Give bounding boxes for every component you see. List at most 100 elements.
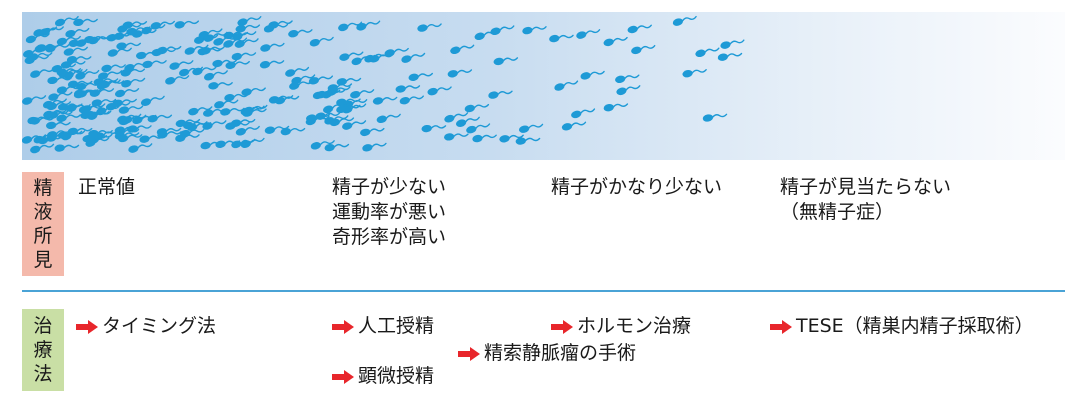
- sperm-icon: [682, 69, 707, 78]
- sperm-icon: [522, 26, 547, 35]
- sperm-icon: [57, 130, 83, 139]
- sperm-icon: [43, 108, 68, 119]
- sperm-icon: [305, 115, 330, 126]
- treatment-label-char-3: 法: [33, 363, 53, 385]
- sperm-icon: [183, 121, 208, 130]
- sperm-icon: [174, 20, 200, 29]
- semen-label-char-3: 所: [33, 225, 53, 247]
- sperm-icon: [34, 44, 60, 53]
- sperm-icon: [369, 53, 394, 63]
- sperm-icon: [142, 60, 167, 69]
- sperm-icon: [54, 144, 80, 152]
- treatment-text: TESE（精巣内精子採取術）: [796, 315, 1034, 337]
- sperm-icon: [58, 69, 83, 78]
- sperm-icon: [288, 29, 313, 38]
- sperm-icon: [68, 38, 94, 47]
- sperm-icon: [336, 77, 362, 86]
- sperm-icon: [213, 35, 238, 46]
- sperm-icon: [91, 98, 117, 107]
- sperm-icon: [200, 141, 225, 150]
- sperm-icon: [450, 44, 475, 55]
- sperm-icon: [157, 131, 182, 139]
- sperm-icon: [576, 29, 601, 39]
- treatment-text: 人工授精: [358, 315, 435, 337]
- sperm-icon: [127, 125, 152, 133]
- treatment-text: ホルモン治療: [577, 315, 692, 337]
- treatment-label: 治 療 法: [22, 309, 64, 391]
- sperm-icon: [464, 103, 490, 113]
- arrow-right-icon: [332, 319, 354, 334]
- sperm-icon: [169, 60, 194, 70]
- sperm-icon: [291, 74, 316, 85]
- sperm-icon: [447, 69, 473, 78]
- sperm-icon: [122, 21, 148, 29]
- sperm-icon: [63, 46, 88, 56]
- sperm-icon: [56, 35, 81, 46]
- sperm-icon: [237, 16, 262, 26]
- sperm-icon: [184, 44, 209, 55]
- treatment-label-char-1: 治: [33, 315, 53, 337]
- semen-label-char-2: 液: [33, 201, 53, 223]
- sperm-icon: [549, 34, 574, 43]
- sperm-icon: [515, 137, 541, 145]
- sperm-icon: [720, 39, 745, 49]
- sperm-icon: [231, 138, 256, 149]
- semen-findings-label: 精 液 所 見: [22, 172, 64, 276]
- sperm-icon: [472, 134, 497, 143]
- sperm-icon: [225, 121, 250, 130]
- sperm-icon: [417, 23, 442, 32]
- sperm-icon: [372, 96, 398, 105]
- sperm-icon: [84, 111, 110, 119]
- sperm-icon: [627, 24, 652, 34]
- finding-none: 精子が見当たらない （無精子症）: [780, 175, 951, 225]
- sperm-icon: [231, 52, 257, 61]
- semen-label-char-1: 精: [33, 177, 53, 199]
- sperm-density-banner: [22, 12, 1065, 160]
- sperm-icon: [603, 103, 629, 112]
- sperm-icon: [208, 82, 233, 90]
- sperm-icon: [234, 38, 259, 48]
- sperm-icon: [362, 142, 387, 152]
- sperm-icon: [316, 89, 341, 99]
- sperm-icon: [75, 69, 100, 80]
- sperm-icon: [695, 47, 720, 58]
- sperm-icon: [280, 127, 306, 136]
- sperm-icon: [192, 66, 217, 76]
- finding-normal: 正常値: [78, 175, 135, 200]
- sperm-icon: [30, 68, 55, 78]
- sperm-icon: [360, 127, 385, 137]
- sperm-icon: [212, 59, 237, 68]
- sperm-icon: [24, 55, 49, 64]
- sperm-icon: [225, 60, 250, 69]
- sperm-icon: [116, 42, 142, 50]
- sperm-icon: [615, 74, 640, 83]
- sperm-icon: [56, 114, 81, 122]
- sperm-icon: [65, 27, 90, 38]
- sperm-icon: [356, 20, 381, 31]
- sperm-icon: [67, 80, 93, 88]
- sperm-icon: [631, 44, 656, 55]
- sperm-icon: [421, 124, 447, 133]
- sperm-icon: [105, 101, 131, 111]
- sperm-icon: [200, 46, 225, 55]
- sperm-icon: [175, 134, 200, 142]
- sperm-icon: [554, 80, 579, 91]
- sperm-icon: [376, 113, 401, 124]
- sperm-icon: [260, 42, 285, 52]
- sperm-icon: [408, 72, 434, 81]
- sperm-icon: [235, 24, 261, 33]
- sperm-icon: [399, 95, 424, 105]
- finding-line: 正常値: [78, 176, 136, 198]
- sperm-icon: [66, 104, 91, 112]
- sperm-icon: [285, 66, 310, 77]
- sperm-icon: [427, 86, 452, 96]
- sperm-icon: [490, 25, 515, 36]
- sperm-icon: [141, 24, 166, 35]
- sperm-icon: [46, 121, 71, 130]
- sperm-icon: [401, 52, 426, 63]
- arrow-right-icon: [458, 346, 480, 361]
- finding-line: 精子が少ない: [332, 176, 447, 198]
- sperm-icon: [329, 117, 355, 127]
- treatment-icsi: 顕微授精: [332, 364, 434, 389]
- sperm-icon: [73, 18, 98, 27]
